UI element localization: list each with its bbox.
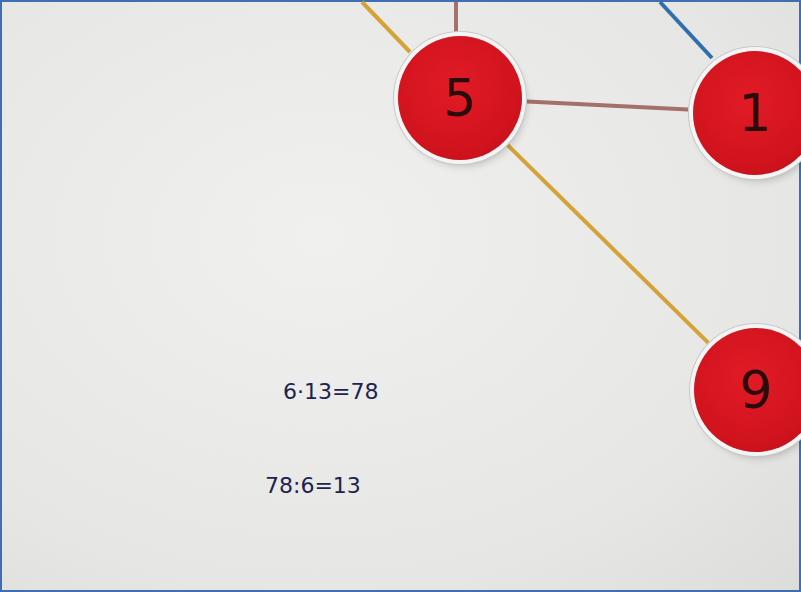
connector-line <box>527 101 688 109</box>
off-board-line <box>660 2 712 58</box>
magnet-number: 1 <box>738 87 771 139</box>
number-magnet: 9 <box>694 328 801 452</box>
handwritten-equation: 6·13=78 <box>283 380 378 404</box>
connector-line <box>508 145 709 343</box>
number-magnet: 5 <box>398 36 522 160</box>
off-board-line <box>454 2 458 34</box>
magnet-number: 5 <box>443 72 476 124</box>
off-board-line <box>362 2 410 52</box>
magnet-number: 9 <box>739 364 772 416</box>
handwritten-equation: 78:6=13 <box>265 474 361 498</box>
number-magnet: 1 <box>693 51 801 175</box>
